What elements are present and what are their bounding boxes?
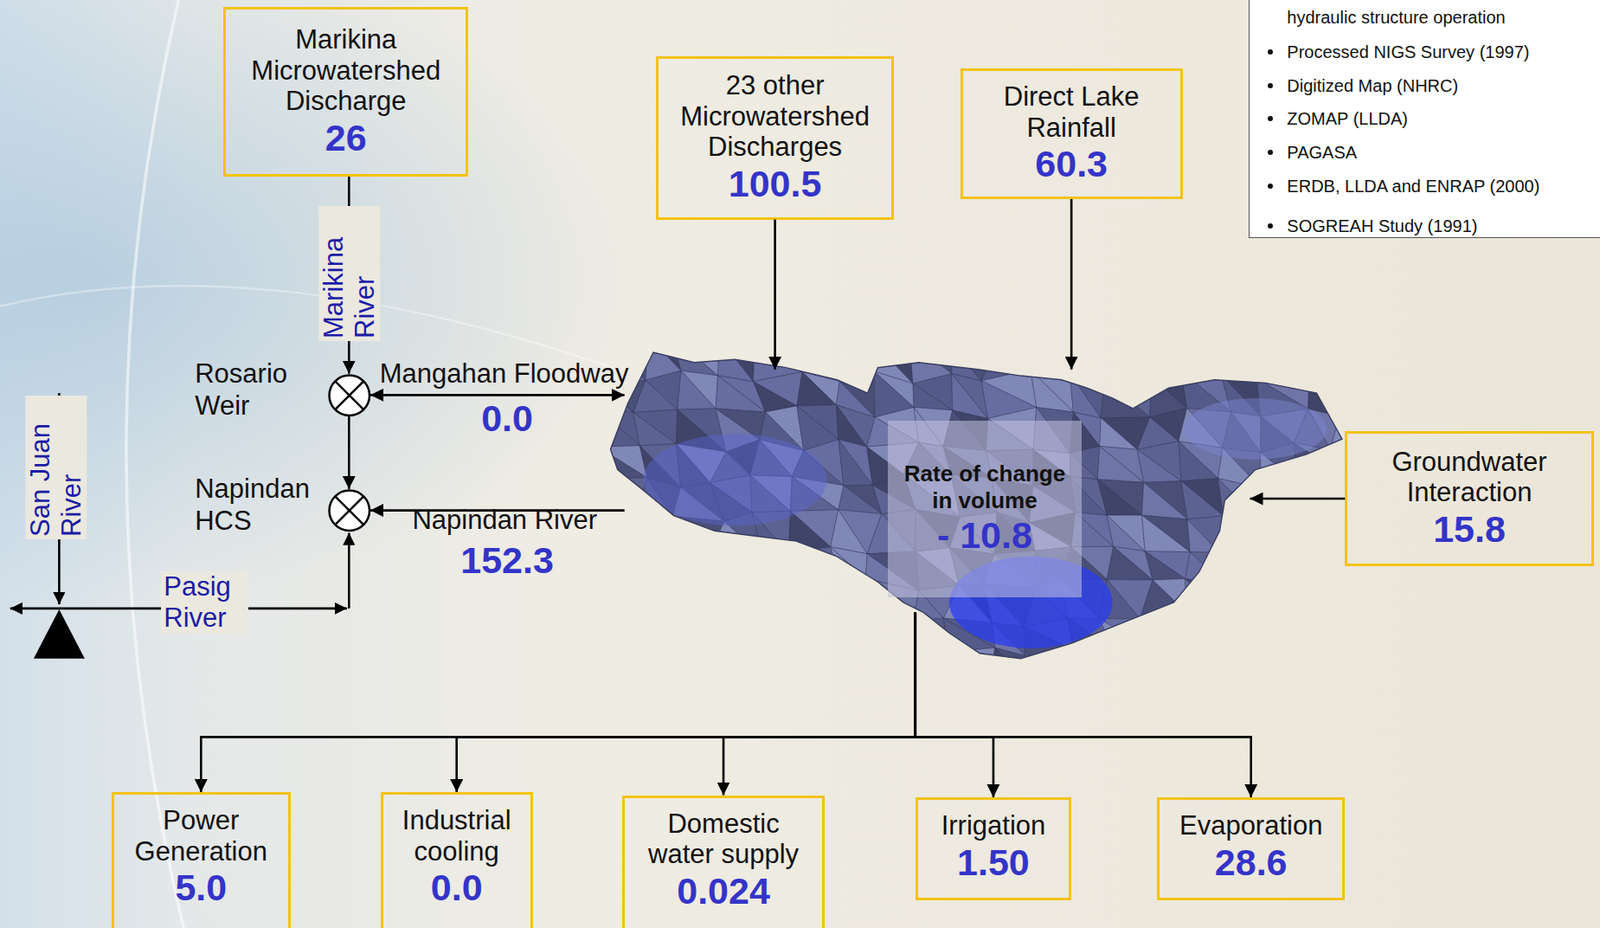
flow-connector [773, 219, 777, 370]
flow-name: Domestic water supply [631, 808, 815, 870]
flow-value: 100.5 [728, 162, 823, 206]
flow-connector [370, 393, 625, 397]
balance-value: - 10.8 [937, 514, 1033, 557]
flow-name: Irrigation [941, 809, 1047, 842]
flow-value: 5.0 [174, 866, 227, 909]
river-name: Pasig River [160, 571, 249, 633]
outflow-box: Irrigation1.50 [915, 796, 1072, 900]
weir-symbol: Rosario Weir [327, 373, 372, 418]
balance-name: Rate of change in volume [894, 460, 1075, 515]
bullet-dot [1267, 223, 1273, 229]
outflow-box: Evaporation28.6 [1156, 796, 1345, 900]
flow-name: Evaporation [1179, 809, 1323, 842]
flow-connector [723, 612, 916, 796]
source-entry: ERDB, LLDA and ENRAP (2000) [1286, 175, 1540, 197]
lake-illustration: Rate of change in volume- 10.8 [624, 369, 1251, 613]
inflow-box: 23 other Microwatershed Discharges100.5 [655, 56, 894, 220]
inflow-box: Groundwater Interaction15.8 [1344, 430, 1594, 567]
outflow-box: Domestic water supply0.024 [622, 795, 824, 928]
flow-connector [347, 416, 351, 489]
flow-value: 15.8 [1432, 507, 1506, 551]
flow-name: Groundwater Interaction [1354, 446, 1585, 508]
flow-connector [915, 612, 1252, 797]
flow-name: Marikina Microwatershed Discharge [232, 24, 459, 117]
flow-name: 23 other Microwatershed Discharges [665, 70, 885, 163]
river-name: San Juan River [25, 395, 87, 540]
bullet-dot [1267, 83, 1273, 89]
decor-arc [0, 285, 613, 367]
bullet-dot [1267, 183, 1273, 189]
decor-arc [126, 0, 184, 928]
river-name: Marikina River [319, 205, 381, 341]
source-entry: PAGASA [1286, 141, 1357, 163]
inflow-box: Direct Lake Rainfall60.3 [960, 68, 1183, 200]
outflow-box: Industrial cooling0.0 [380, 791, 534, 928]
flow-value: 0.0 [481, 397, 534, 440]
river-name: Mangahan Floodway [379, 358, 630, 390]
river-line [347, 533, 351, 609]
source-entry: hydraulic structure operation [1286, 6, 1505, 28]
bullet-dot [1267, 149, 1273, 155]
flow-value: 0.024 [676, 869, 771, 913]
flow-connector [1070, 199, 1074, 370]
river-name: Napindan River [411, 504, 598, 536]
flow-connector [200, 612, 915, 793]
valve-circle [327, 373, 372, 418]
flow-value: 0.0 [430, 866, 483, 909]
flow-value: 1.50 [957, 841, 1030, 884]
source-entry: ZOMAP (LLDA) [1286, 108, 1408, 129]
inflow-box: Marikina Microwatershed Discharge26 [223, 6, 469, 177]
flow-value: 152.3 [460, 539, 554, 582]
bullet-dot [1267, 49, 1273, 55]
bullet-dot [1267, 115, 1273, 122]
flow-value: 60.3 [1034, 142, 1108, 186]
source-entry: Digitized Map (NHRC) [1286, 75, 1459, 97]
control-structure-symbol: Napindan HCS [327, 488, 372, 533]
structure-name: Rosario Weir [194, 357, 303, 422]
source-list-box: hydraulic structure operationProcessed N… [1248, 0, 1600, 238]
structure-name: Napindan HCS [194, 472, 325, 537]
flow-value: 26 [325, 116, 367, 160]
source-entry: Processed NIGS Survey (1997) [1286, 41, 1530, 63]
junction-triangle [33, 609, 85, 659]
source-entry: SOGREAH Study (1991) [1286, 215, 1478, 237]
valve-circle [327, 488, 372, 533]
flow-name: Power Generation [121, 804, 283, 867]
flow-name: Industrial cooling [390, 804, 524, 867]
flow-connector [456, 612, 916, 793]
flow-name: Direct Lake Rainfall [970, 81, 1174, 143]
flow-connector [1250, 497, 1346, 501]
flow-value: 28.6 [1214, 841, 1288, 884]
outflow-box: Power Generation5.0 [111, 791, 292, 928]
volume-panel: Rate of change in volume- 10.8 [887, 420, 1082, 598]
